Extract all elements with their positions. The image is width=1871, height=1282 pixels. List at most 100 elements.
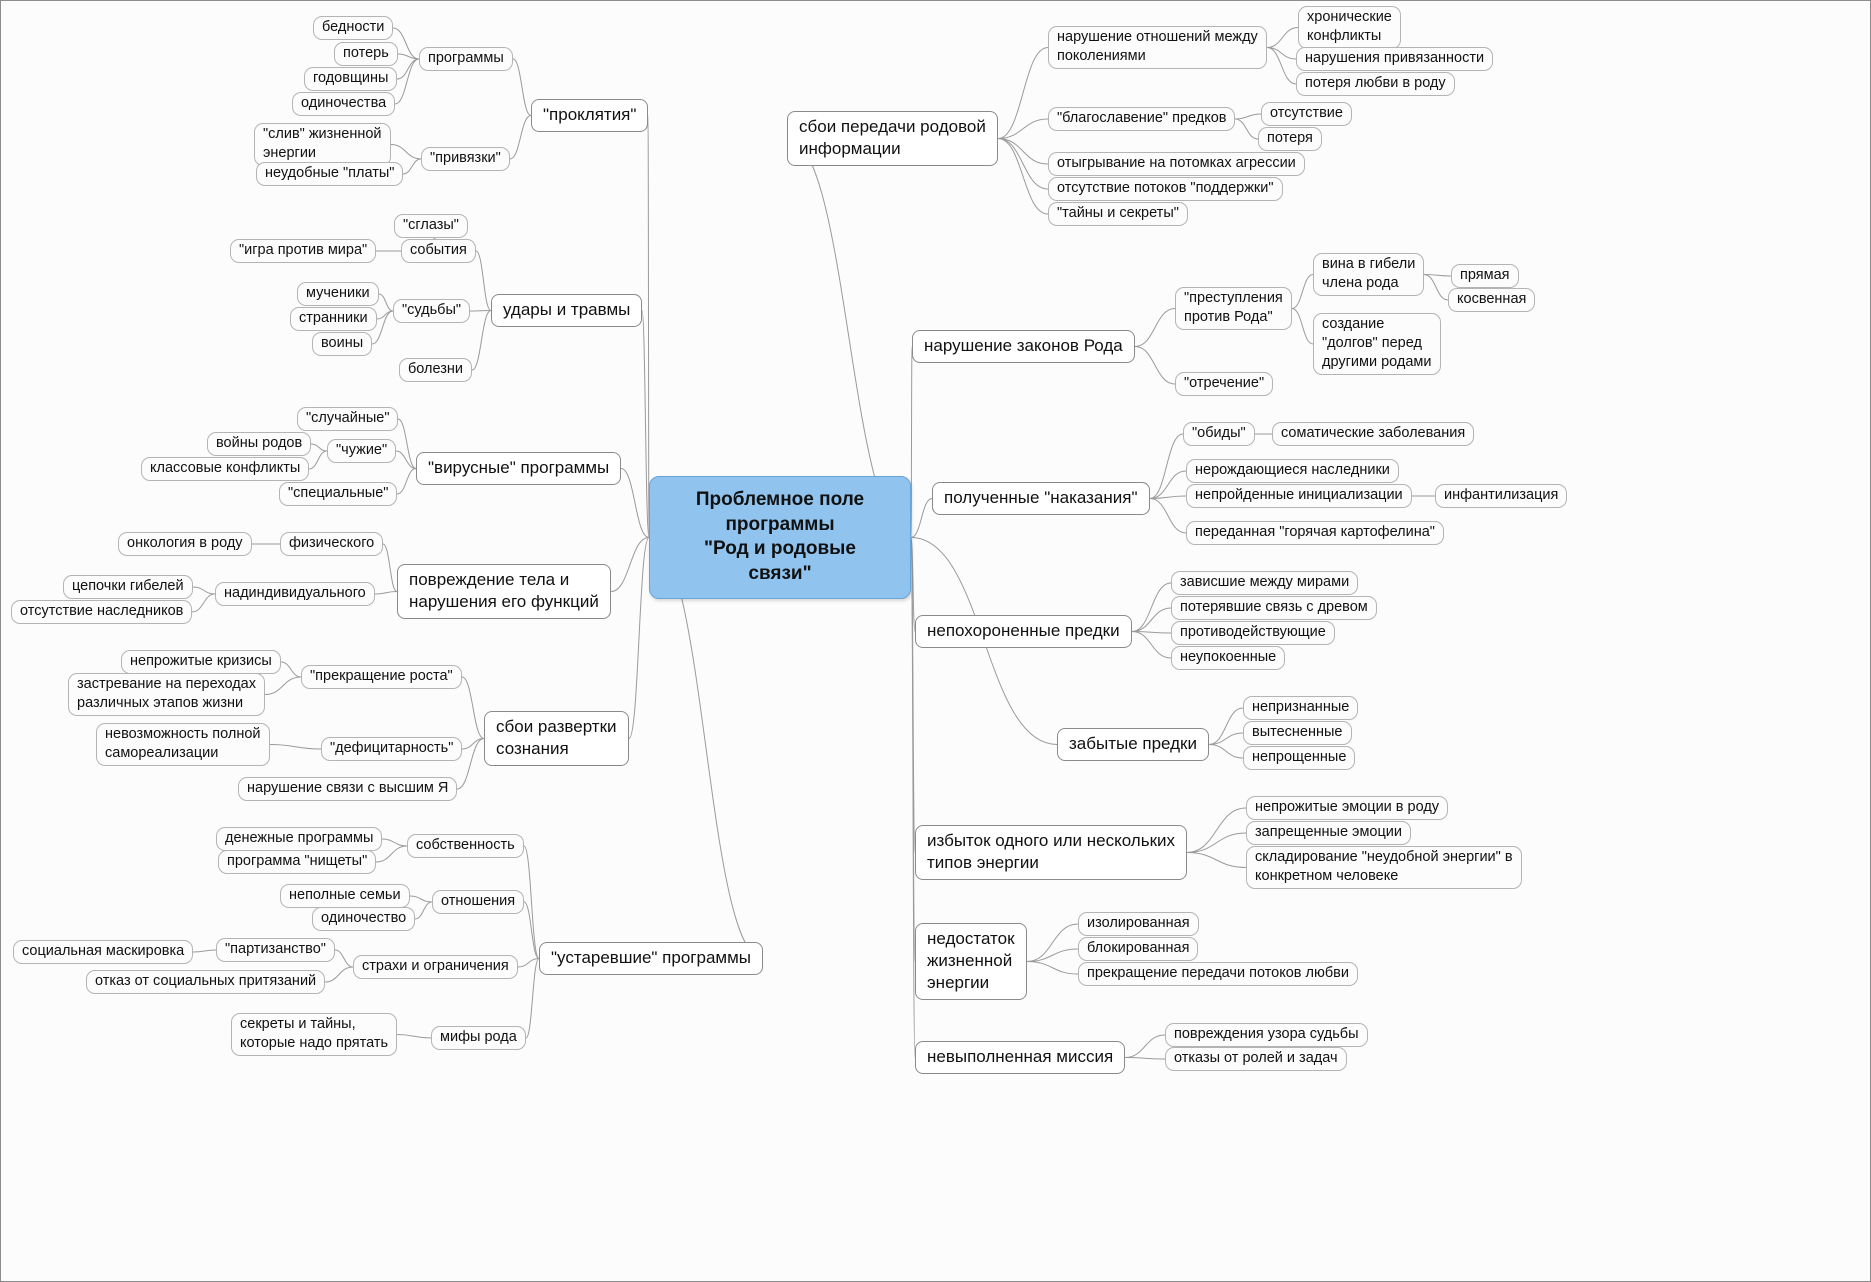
topic-higher-self[interactable]: нарушение связи с высшим Я [238,777,458,802]
topic-property[interactable]: собственность [407,834,524,859]
topic-fate-pattern[interactable]: повреждения узора судьбы [1165,1023,1368,1048]
branch-outdated[interactable]: "устаревшие" программы [539,942,763,976]
topic-self-realization[interactable]: невозможность полной самореализации [96,723,270,767]
topic-losses[interactable]: потерь [334,42,398,67]
topic-energy-storage[interactable]: складирование "неудобной энергии" в конк… [1246,846,1522,890]
topic-love-loss[interactable]: потеря любви в роду [1296,72,1455,97]
topic-mysteries[interactable]: "тайны и секреты" [1048,202,1188,227]
topic-anniversaries[interactable]: годовщины [304,67,398,92]
topic-renunciation[interactable]: "отречение" [1175,372,1274,397]
topic-class-conflicts[interactable]: классовые конфликты [141,457,310,482]
topic-debts[interactable]: создание "долгов" перед другими родами [1313,313,1441,376]
branch-unburied[interactable]: непохороненные предки [915,615,1132,649]
topic-indirect[interactable]: косвенная [1448,288,1536,313]
topic-love-flows-stop[interactable]: прекращение передачи потоков любви [1078,962,1358,987]
topic-wanderers[interactable]: странники [290,307,377,332]
branch-forgotten[interactable]: забытые предки [1057,728,1209,762]
topic-fates[interactable]: "судьбы" [393,299,471,324]
edge-central-blows [641,310,650,538]
topic-support-flows[interactable]: отсутствие потоков "поддержки" [1048,177,1283,202]
topic-evil-eyes[interactable]: "сглазы" [394,214,468,239]
topic-growth-stop[interactable]: "прекращение роста" [301,665,462,690]
branch-info-failures[interactable]: сбои передачи родовой информации [787,111,998,167]
topic-martyrs[interactable]: мученики [297,282,379,307]
branch-body-damage[interactable]: повреждение тела и нарушения его функций [397,564,611,620]
topic-no-heirs[interactable]: отсутствие наследников [11,600,193,625]
topic-aggression[interactable]: отыгрывание на потомках агрессии [1048,152,1305,177]
topic-chronic-conflicts[interactable]: хронические конфликты [1298,6,1401,50]
topic-isolated[interactable]: изолированная [1078,912,1199,937]
topic-crises[interactable]: непрожитые кризисы [121,650,281,675]
topic-absence[interactable]: отсутствие [1261,102,1352,127]
topic-poverty-program[interactable]: программа "нищеты" [218,850,377,875]
topic-warriors[interactable]: воины [312,332,373,357]
branch-punishments[interactable]: полученные "наказания" [932,482,1150,516]
topic-between-worlds[interactable]: зависшие между мирами [1171,571,1359,596]
topic-social-refusal[interactable]: отказ от социальных притязаний [86,970,326,995]
topic-partisanship[interactable]: "партизанство" [216,938,335,963]
topic-somatic[interactable]: соматические заболевания [1272,422,1475,447]
branch-energy-lack[interactable]: недостаток жизненной энергии [915,923,1027,1001]
topic-supra-individual[interactable]: надиндивидуального [215,582,375,607]
topic-secrets-hide[interactable]: секреты и тайны, которые надо прятать [231,1013,398,1057]
topic-clan-wars[interactable]: войны родов [207,432,312,457]
topic-special[interactable]: "специальные" [279,482,398,507]
topic-unborn-heirs[interactable]: нерождающиеся наследники [1186,459,1399,484]
topic-fears-limits[interactable]: страхи и ограничения [353,955,518,980]
topic-blocked[interactable]: блокированная [1078,937,1199,962]
topic-random[interactable]: "случайные" [297,407,399,432]
topic-generations[interactable]: нарушение отношений между поколениями [1048,26,1267,70]
topic-programs[interactable]: программы [419,47,513,72]
topic-lost-tree[interactable]: потерявшие связь с древом [1171,596,1377,621]
branch-consciousness[interactable]: сбои развертки сознания [484,711,629,767]
topic-physical[interactable]: физического [280,532,384,557]
topic-relations[interactable]: отношения [432,890,525,915]
topic-oncology[interactable]: онкология в роду [118,532,252,557]
topic-forbidden-emotions[interactable]: запрещенные эмоции [1246,821,1411,846]
topic-initializations[interactable]: непройденные инициализации [1186,484,1412,509]
topic-alien[interactable]: "чужие" [327,439,397,464]
topic-loneliness-2[interactable]: одиночество [312,907,416,932]
branch-viral[interactable]: "вирусные" программы [416,452,622,486]
topic-hot-potato[interactable]: переданная "горячая картофелина" [1186,521,1444,546]
branch-blows[interactable]: удары и травмы [491,294,643,328]
topic-role-refusal[interactable]: отказы от ролей и задач [1165,1047,1347,1072]
topic-displaced[interactable]: вытесненные [1243,721,1352,746]
topic-unquiet[interactable]: неупокоенные [1171,646,1286,671]
topic-deficiency[interactable]: "дефицитарность" [321,737,463,762]
topic-infantilization[interactable]: инфантилизация [1435,484,1568,509]
topic-counteracting[interactable]: противодействующие [1171,621,1335,646]
topic-unforgiven[interactable]: непрощенные [1243,746,1356,771]
central-topic[interactable]: Проблемное поле программы "Род и родовые… [649,476,911,599]
topic-unlived-emotions[interactable]: непрожитые эмоции в роду [1246,796,1449,821]
edge-deficiency-self-realization [269,744,322,750]
topic-payments[interactable]: неудобные "платы" [256,162,404,187]
edge-bindings-energy-drain [390,144,422,160]
topic-unrecognized[interactable]: непризнанные [1243,696,1359,721]
topic-social-masking[interactable]: социальная маскировка [13,940,194,965]
topic-loss[interactable]: потеря [1258,127,1322,152]
topic-stuck-transitions[interactable]: застревание на переходах различных этапо… [68,673,265,717]
topic-blessing[interactable]: "благославение" предков [1048,107,1236,132]
branch-curses[interactable]: "проклятия" [531,99,649,133]
topic-game-against-world[interactable]: "игра против мира" [230,239,377,264]
topic-guilt-death[interactable]: вина в гибели члена рода [1313,253,1425,297]
topic-loneliness[interactable]: одиночества [292,92,396,117]
topic-death-chains[interactable]: цепочки гибелей [63,575,193,600]
topic-events[interactable]: события [401,239,476,264]
topic-incomplete-families[interactable]: неполные семьи [280,884,410,909]
branch-mission[interactable]: невыполненная миссия [915,1041,1126,1075]
topic-poverty[interactable]: бедности [313,16,394,41]
branch-laws[interactable]: нарушение законов Рода [912,330,1135,364]
topic-bindings[interactable]: "привязки" [421,147,510,172]
topic-grudges[interactable]: "обиды" [1183,422,1255,447]
topic-energy-drain[interactable]: "слив" жизненной энергии [254,123,391,167]
branch-energy-excess[interactable]: избыток одного или нескольких типов энер… [915,825,1188,881]
topic-clan-myths[interactable]: мифы рода [431,1026,526,1051]
topic-crimes[interactable]: "преступления против Рода" [1175,287,1292,331]
topic-direct[interactable]: прямая [1451,264,1519,289]
edge-central-mission [910,537,916,1058]
topic-attachment[interactable]: нарушения привязанности [1296,47,1494,72]
topic-money-programs[interactable]: денежные программы [216,827,383,852]
topic-diseases[interactable]: болезни [399,358,473,383]
